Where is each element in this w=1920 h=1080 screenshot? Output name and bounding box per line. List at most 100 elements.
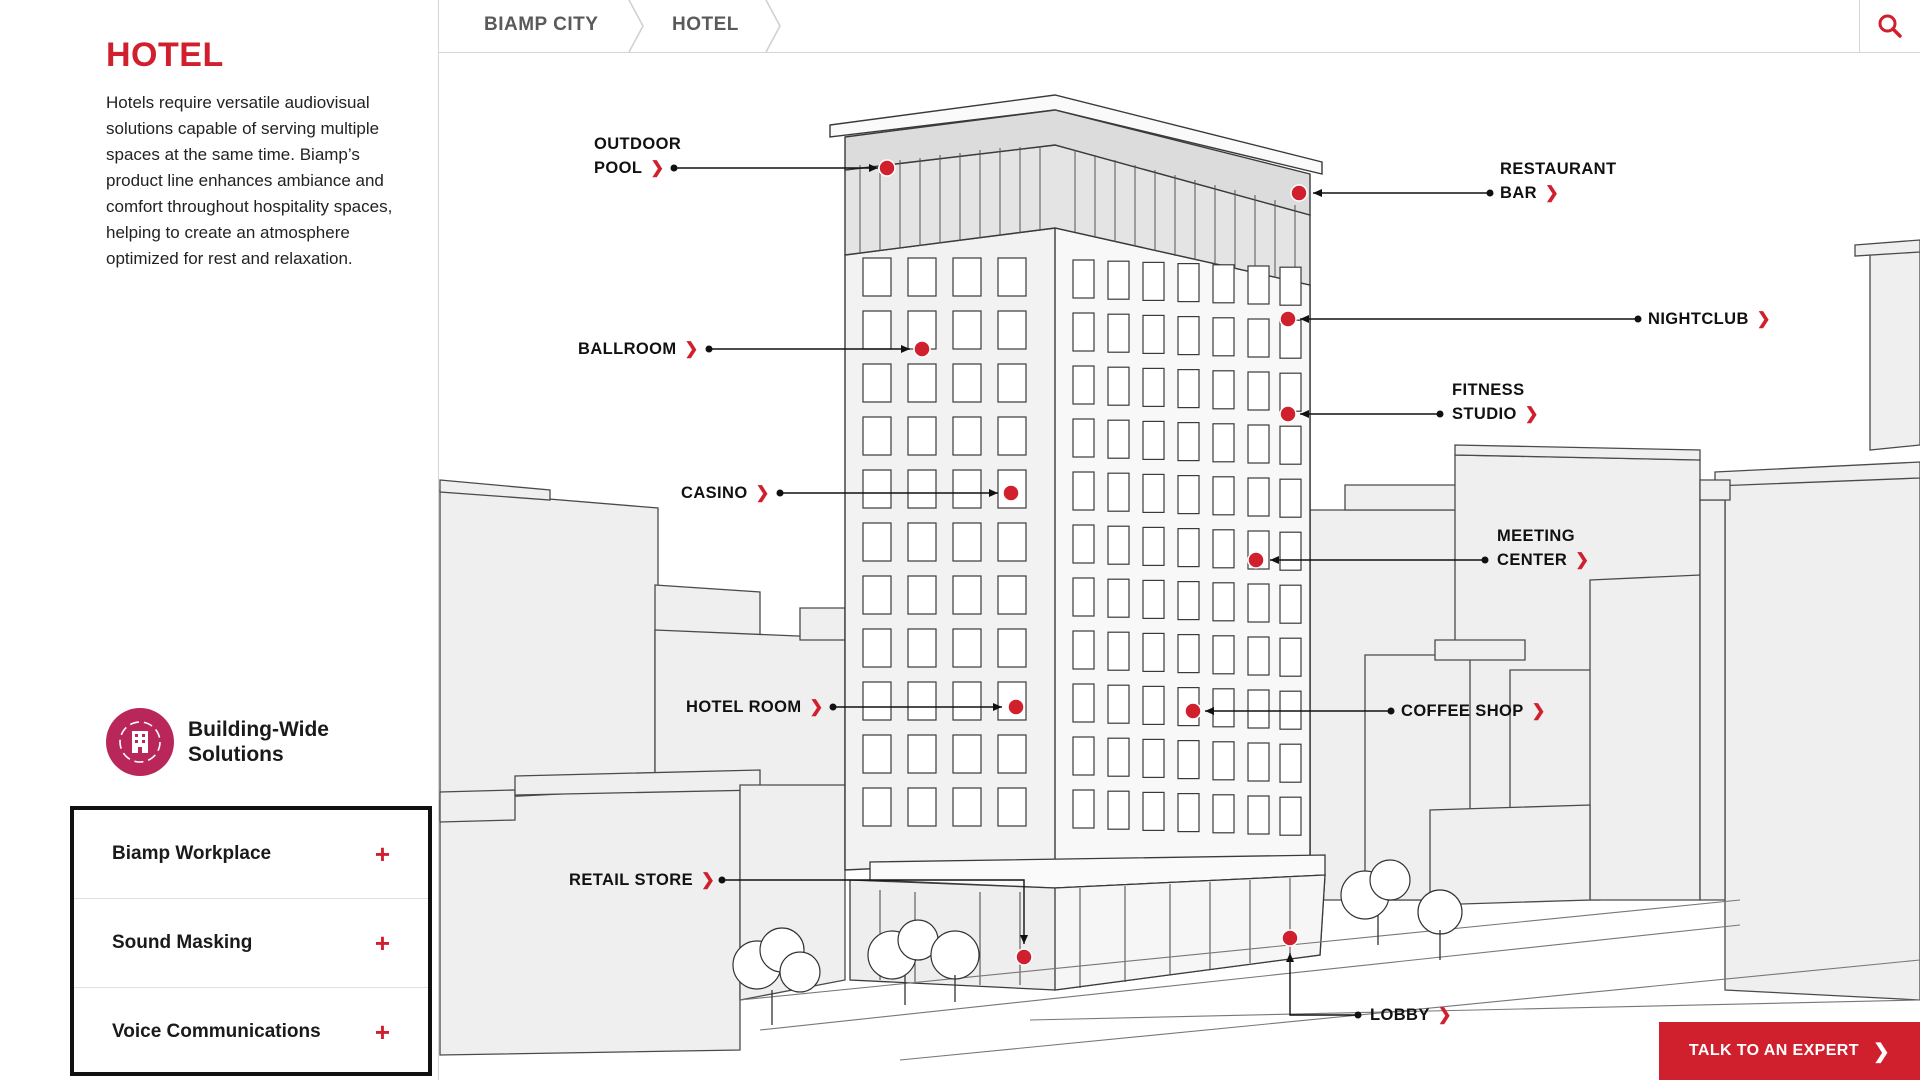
tower-window xyxy=(1107,260,1130,300)
tower-window xyxy=(1247,636,1270,676)
tower-window xyxy=(1142,314,1165,354)
tower-window xyxy=(1212,317,1235,357)
tower-window xyxy=(1177,527,1200,568)
hotspot-ballroom[interactable]: BALLROOM❯ xyxy=(578,337,699,361)
tower-window xyxy=(862,734,892,774)
tower-window xyxy=(1072,683,1095,723)
hotspot-dot[interactable] xyxy=(1290,184,1308,202)
tower-window xyxy=(862,363,892,403)
tower-window xyxy=(1072,471,1095,511)
search-icon xyxy=(1878,14,1902,38)
plus-icon: + xyxy=(374,928,390,958)
tower-window xyxy=(1107,790,1130,830)
tower-window xyxy=(907,681,937,721)
hotspot-label-text: NIGHTCLUB xyxy=(1648,310,1749,328)
tower-window xyxy=(1247,424,1270,464)
tower-window xyxy=(1247,477,1270,517)
tower-window xyxy=(1142,473,1165,513)
tower-window xyxy=(1279,796,1302,836)
tower-window xyxy=(1279,425,1302,465)
cta-label: TALK TO AN EXPERT xyxy=(1688,1042,1859,1059)
hotspot-label-line: STUDIO xyxy=(1452,405,1517,423)
tower-window xyxy=(1279,743,1302,783)
hotspot-dot[interactable] xyxy=(1184,702,1202,720)
tower-window xyxy=(1072,630,1095,670)
chevron-right-icon: ❯ xyxy=(755,484,770,502)
accordion-label: Voice Communications xyxy=(112,1021,321,1042)
breadcrumb-hotel[interactable]: HOTEL xyxy=(672,14,739,35)
tower-window xyxy=(1072,418,1095,458)
hotspot-coffee-shop[interactable]: COFFEE SHOP❯ xyxy=(1401,699,1546,723)
chevron-right-icon: ❯ xyxy=(1872,1040,1891,1063)
accordion-biamp-workplace[interactable]: Biamp Workplace + xyxy=(74,810,428,899)
tower-window xyxy=(1212,264,1235,304)
tower-window xyxy=(1072,312,1095,352)
tower-window xyxy=(1142,738,1165,779)
hotspot-fitness-studio[interactable]: FITNESS STUDIO❯ xyxy=(1452,378,1539,426)
tower-window xyxy=(1177,739,1200,780)
hotspot-dot[interactable] xyxy=(1002,484,1020,502)
hotspot-nightclub[interactable]: NIGHTCLUB❯ xyxy=(1648,307,1771,331)
tower-window xyxy=(997,787,1027,827)
accordion-label: Biamp Workplace xyxy=(112,843,272,864)
tower-window xyxy=(907,257,937,297)
building-wide-solutions[interactable]: Building-Wide Solutions xyxy=(106,708,358,776)
hotspot-casino[interactable]: CASINO ❯ xyxy=(681,481,770,505)
hotspot-dot[interactable] xyxy=(878,159,896,177)
hotspot-restaurant-bar[interactable]: RESTAURANT BAR❯ xyxy=(1500,157,1616,205)
search-button[interactable] xyxy=(1859,0,1920,52)
tower-window xyxy=(862,575,892,615)
tower-window xyxy=(1142,367,1165,407)
tower-window xyxy=(907,522,937,562)
page-description: Hotels require versatile audiovisual sol… xyxy=(106,93,393,268)
breadcrumb-biamp-city[interactable]: BIAMP CITY xyxy=(484,14,599,35)
hotspot-dot[interactable] xyxy=(1279,310,1297,328)
tower-window xyxy=(1212,370,1235,410)
hotspot-lobby[interactable]: LOBBY❯ xyxy=(1370,1003,1452,1027)
chevron-right-icon: ❯ xyxy=(1437,1006,1452,1024)
tower-window xyxy=(1177,580,1200,621)
hotspot-label-text: HOTEL ROOM xyxy=(686,698,802,716)
tower-window xyxy=(862,522,892,562)
hotspot-dot[interactable] xyxy=(1279,405,1297,423)
hotspot-label-line: POOL xyxy=(594,159,643,177)
tower-window xyxy=(862,469,892,509)
tower-window xyxy=(862,628,892,668)
tower-window xyxy=(1107,313,1130,353)
tower-window xyxy=(1279,637,1302,677)
hotspot-hotel-room[interactable]: HOTEL ROOM❯ xyxy=(686,695,824,719)
hotspot-outdoor-pool[interactable]: OUTDOOR POOL❯ xyxy=(594,132,681,180)
tower-window xyxy=(907,575,937,615)
tower-window xyxy=(997,628,1027,668)
tower-window xyxy=(1279,584,1302,624)
tower-window xyxy=(997,416,1027,456)
hotspot-dot[interactable] xyxy=(1281,929,1299,947)
accordion-voice-communications[interactable]: Voice Communications + xyxy=(74,988,428,1076)
tower-window xyxy=(1107,525,1130,565)
talk-to-expert-button[interactable]: TALK TO AN EXPERT ❯ xyxy=(1659,1022,1920,1080)
tower-window xyxy=(1142,685,1165,726)
hotspot-dot[interactable] xyxy=(1015,948,1033,966)
tower-window xyxy=(997,522,1027,562)
tower-window xyxy=(1072,365,1095,405)
tower-window xyxy=(1247,583,1270,623)
plus-icon: + xyxy=(374,839,390,869)
hotspot-label-text: CASINO xyxy=(681,484,748,502)
tower-window xyxy=(1107,366,1130,406)
hotspot-dot[interactable] xyxy=(1007,698,1025,716)
accordion-sound-masking[interactable]: Sound Masking + xyxy=(74,899,428,988)
tower-window xyxy=(952,681,982,721)
hotspot-retail-store[interactable]: RETAIL STORE❯ xyxy=(569,868,715,892)
hotspot-meeting-center[interactable]: MEETING CENTER❯ xyxy=(1497,524,1589,572)
tower-window xyxy=(1279,266,1302,306)
tower-window xyxy=(1212,741,1235,781)
hotspot-dot[interactable] xyxy=(1247,551,1265,569)
tower-window xyxy=(1072,524,1095,564)
tower-window xyxy=(1107,737,1130,777)
tower-window xyxy=(1107,631,1130,671)
tower-window xyxy=(1212,635,1235,675)
tower-window xyxy=(862,681,892,721)
hotspot-dot[interactable] xyxy=(913,340,931,358)
tower-window xyxy=(1142,261,1165,301)
tower-window xyxy=(907,469,937,509)
